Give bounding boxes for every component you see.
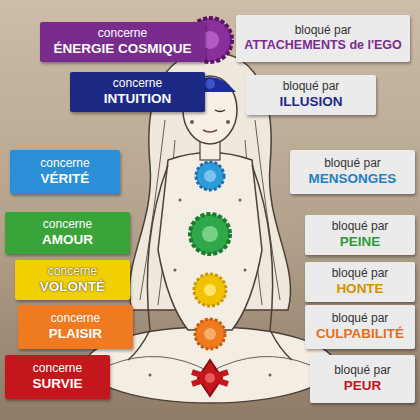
block-box: bloqué parCULPABILITÉ bbox=[305, 305, 415, 349]
torso bbox=[158, 153, 262, 331]
hair-strands bbox=[140, 120, 280, 305]
box-label: CULPABILITÉ bbox=[316, 326, 404, 342]
block-box: bloqué parPEINE bbox=[305, 215, 415, 255]
block-box: bloqué parPEUR bbox=[310, 355, 415, 403]
mouth bbox=[203, 130, 217, 132]
concern-box: concerneAMOUR bbox=[5, 212, 130, 254]
body-dots bbox=[149, 199, 272, 377]
box-heading: bloqué par bbox=[332, 220, 389, 234]
box-label: SURVIE bbox=[32, 376, 82, 392]
chakra-heart bbox=[190, 214, 230, 254]
box-heading: concerne bbox=[43, 218, 92, 232]
box-label: ATTACHEMENTS de l'EGO bbox=[244, 38, 401, 52]
block-box: bloqué parMENSONGES bbox=[290, 150, 415, 194]
box-heading: concerne bbox=[33, 362, 82, 376]
block-box: bloqué parILLUSION bbox=[246, 75, 376, 115]
box-heading: bloqué par bbox=[332, 267, 389, 281]
box-label: AMOUR bbox=[42, 232, 93, 248]
box-label: PLAISIR bbox=[49, 326, 102, 342]
concern-box: concerneVÉRITÉ bbox=[10, 150, 120, 194]
box-heading: concerne bbox=[48, 265, 97, 279]
box-heading: bloqué par bbox=[283, 80, 340, 94]
box-label: VOLONTÉ bbox=[40, 279, 105, 295]
chakra-root bbox=[192, 360, 228, 396]
concern-box: concerneSURVIE bbox=[5, 355, 110, 399]
box-heading: bloqué par bbox=[295, 24, 352, 38]
box-label: PEUR bbox=[344, 378, 382, 394]
box-label: ILLUSION bbox=[280, 94, 343, 110]
concern-box: concerneVOLONTÉ bbox=[15, 260, 130, 300]
box-heading: bloqué par bbox=[332, 312, 389, 326]
box-heading: concerne bbox=[113, 77, 162, 91]
box-heading: concerne bbox=[98, 27, 147, 41]
box-heading: concerne bbox=[40, 157, 89, 171]
arms bbox=[128, 165, 292, 360]
concern-box: concerneINTUITION bbox=[70, 72, 205, 112]
block-box: bloqué parHONTE bbox=[305, 262, 415, 302]
box-label: MENSONGES bbox=[309, 171, 397, 187]
concern-box: concerneÉNERGIE COSMIQUE bbox=[40, 22, 205, 62]
box-heading: concerne bbox=[51, 312, 100, 326]
box-label: INTUITION bbox=[104, 91, 172, 107]
chakra-sacral bbox=[195, 319, 225, 349]
block-box: bloqué parATTACHEMENTS de l'EGO bbox=[236, 15, 410, 62]
box-heading: bloqué par bbox=[334, 364, 391, 378]
box-heading: bloqué par bbox=[324, 157, 381, 171]
chakra-solar bbox=[194, 274, 226, 306]
concern-box: concernePLAISIR bbox=[18, 305, 133, 349]
box-label: HONTE bbox=[336, 281, 383, 297]
box-label: PEINE bbox=[340, 234, 381, 250]
face-dot bbox=[226, 120, 230, 124]
box-label: VÉRITÉ bbox=[41, 171, 90, 187]
face-dot bbox=[190, 120, 194, 124]
chakra-throat bbox=[196, 162, 224, 190]
box-label: ÉNERGIE COSMIQUE bbox=[53, 41, 191, 57]
